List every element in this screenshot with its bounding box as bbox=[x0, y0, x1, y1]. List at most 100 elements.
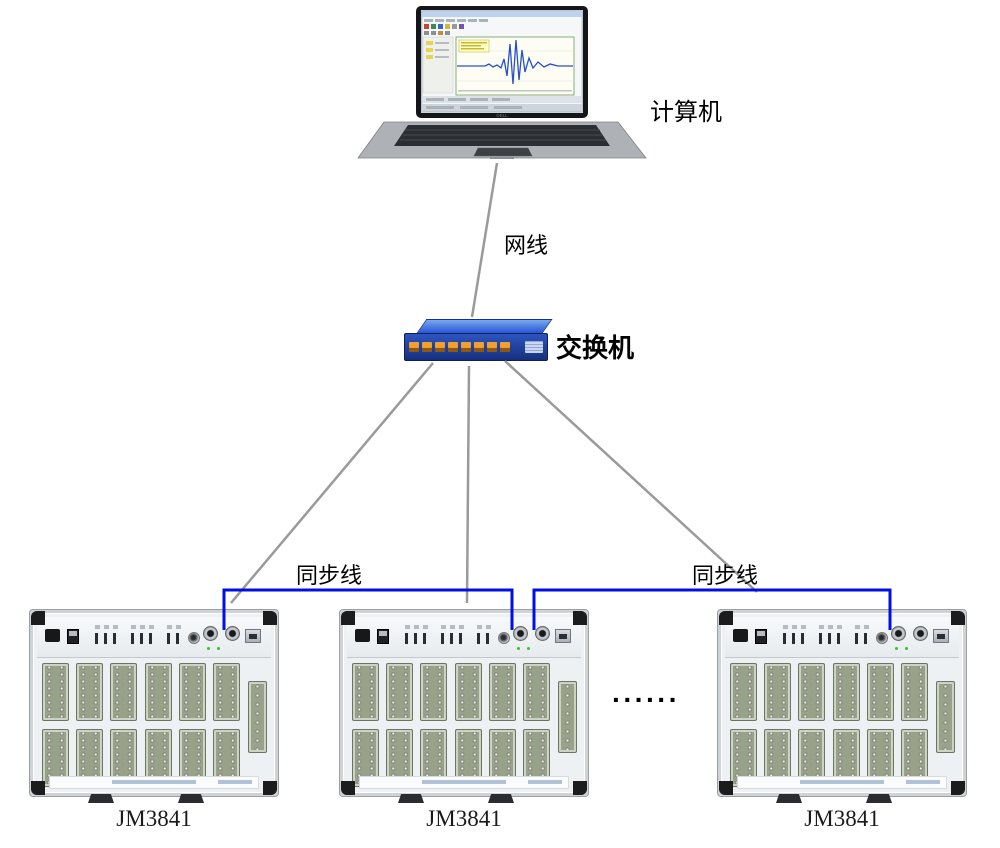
toggle-switch-group bbox=[783, 625, 809, 644]
laptop-graphic: DELL bbox=[357, 6, 647, 159]
terminal-block bbox=[866, 663, 894, 721]
switch-front-face bbox=[404, 333, 548, 361]
status-led bbox=[527, 647, 530, 650]
waveform-chart bbox=[455, 36, 575, 96]
terminal-block bbox=[41, 663, 69, 721]
status-led bbox=[895, 647, 898, 650]
terminal-block bbox=[488, 663, 516, 721]
ethernet-port bbox=[933, 629, 949, 643]
db9-connector bbox=[866, 794, 892, 803]
db9-connector bbox=[88, 794, 114, 803]
more-devices-ellipsis: ······ bbox=[612, 684, 680, 715]
device-case bbox=[29, 609, 279, 797]
device-caption-text bbox=[112, 780, 196, 784]
ethernet-port bbox=[245, 629, 261, 643]
db9-connector bbox=[178, 794, 204, 803]
power-switch bbox=[377, 629, 389, 644]
device-top-panel bbox=[725, 617, 959, 658]
ethernet-switch bbox=[400, 317, 553, 365]
device-jm3841-2 bbox=[339, 609, 589, 803]
db9-connector bbox=[776, 794, 802, 803]
power-switch bbox=[755, 629, 767, 644]
corner-cap bbox=[719, 611, 733, 625]
waveform-trace bbox=[457, 39, 573, 85]
ethernet-port bbox=[555, 629, 571, 643]
terminal-block bbox=[385, 663, 413, 721]
switch-top-face bbox=[416, 319, 553, 334]
switch-port bbox=[487, 342, 497, 352]
terminal-block bbox=[901, 663, 929, 721]
corner-cap bbox=[951, 781, 965, 795]
side-terminal-block bbox=[558, 681, 577, 753]
channel-panel bbox=[422, 36, 454, 94]
status-led bbox=[207, 647, 210, 650]
terminal-block bbox=[832, 663, 860, 721]
app-window bbox=[421, 10, 583, 112]
device-caption-strip bbox=[359, 776, 569, 789]
corner-cap bbox=[719, 781, 733, 795]
side-terminal-block bbox=[936, 681, 955, 753]
toggle-switch-group bbox=[405, 625, 431, 644]
switch-port bbox=[422, 342, 432, 352]
power-inlet bbox=[45, 629, 60, 642]
status-led bbox=[905, 647, 908, 650]
corner-cap bbox=[341, 781, 355, 795]
side-terminal-block bbox=[248, 681, 267, 753]
laptop-brand-logo: DELL bbox=[496, 113, 508, 118]
device-case bbox=[339, 609, 589, 797]
sync-line-label-left: 同步线 bbox=[296, 563, 363, 588]
corner-cap bbox=[573, 781, 587, 795]
sync-port-out bbox=[913, 626, 928, 641]
device-jm3841-1 bbox=[29, 609, 279, 803]
sync-port-in bbox=[513, 626, 528, 641]
toggle-switch-group bbox=[441, 625, 467, 644]
device-caption-text bbox=[218, 780, 252, 784]
device-top-panel bbox=[37, 617, 271, 658]
device-caption-text bbox=[528, 780, 562, 784]
terminal-block-grid bbox=[351, 663, 551, 787]
network-cable-label: 网线 bbox=[504, 233, 549, 258]
sync-port-out bbox=[225, 626, 240, 641]
terminal-block bbox=[420, 663, 448, 721]
laptop-touchpad bbox=[473, 147, 533, 157]
device-label-2: JM3841 bbox=[426, 806, 502, 831]
corner-cap bbox=[573, 611, 587, 625]
device-caption-text bbox=[422, 780, 506, 784]
device-caption-strip bbox=[737, 776, 947, 789]
power-inlet bbox=[355, 629, 370, 642]
computer-label: 计算机 bbox=[650, 99, 722, 126]
toggle-switch-group bbox=[477, 625, 495, 644]
device-case bbox=[717, 609, 967, 797]
round-connector bbox=[188, 632, 200, 644]
corner-cap bbox=[951, 611, 965, 625]
toggle-switch-group bbox=[131, 625, 157, 644]
laptop-to-switch-line bbox=[470, 162, 499, 318]
terminal-block bbox=[110, 663, 138, 721]
laptop: DELL bbox=[350, 4, 650, 172]
switch-port bbox=[474, 342, 484, 352]
terminal-block bbox=[144, 663, 172, 721]
corner-cap bbox=[31, 781, 45, 795]
toggle-switch-group bbox=[855, 625, 873, 644]
corner-cap bbox=[31, 611, 45, 625]
terminal-block-grid bbox=[729, 663, 929, 787]
terminal-block bbox=[454, 663, 482, 721]
device-caption-text bbox=[800, 780, 884, 784]
corner-cap bbox=[341, 611, 355, 625]
status-led bbox=[217, 647, 220, 650]
power-switch bbox=[67, 629, 79, 644]
terminal-block-grid bbox=[41, 663, 241, 787]
corner-cap bbox=[263, 611, 277, 625]
round-connector bbox=[498, 632, 510, 644]
terminal-block bbox=[798, 663, 826, 721]
terminal-block bbox=[523, 663, 551, 721]
sync-port-out bbox=[535, 626, 550, 641]
switch-to-device2-line bbox=[465, 365, 471, 604]
sync-line-label-right: 同步线 bbox=[692, 563, 759, 588]
device-caption-strip bbox=[49, 776, 259, 789]
toolbar-icons bbox=[424, 24, 464, 35]
switch-port bbox=[448, 342, 458, 352]
device-top-panel bbox=[347, 617, 581, 658]
terminal-block bbox=[729, 663, 757, 721]
